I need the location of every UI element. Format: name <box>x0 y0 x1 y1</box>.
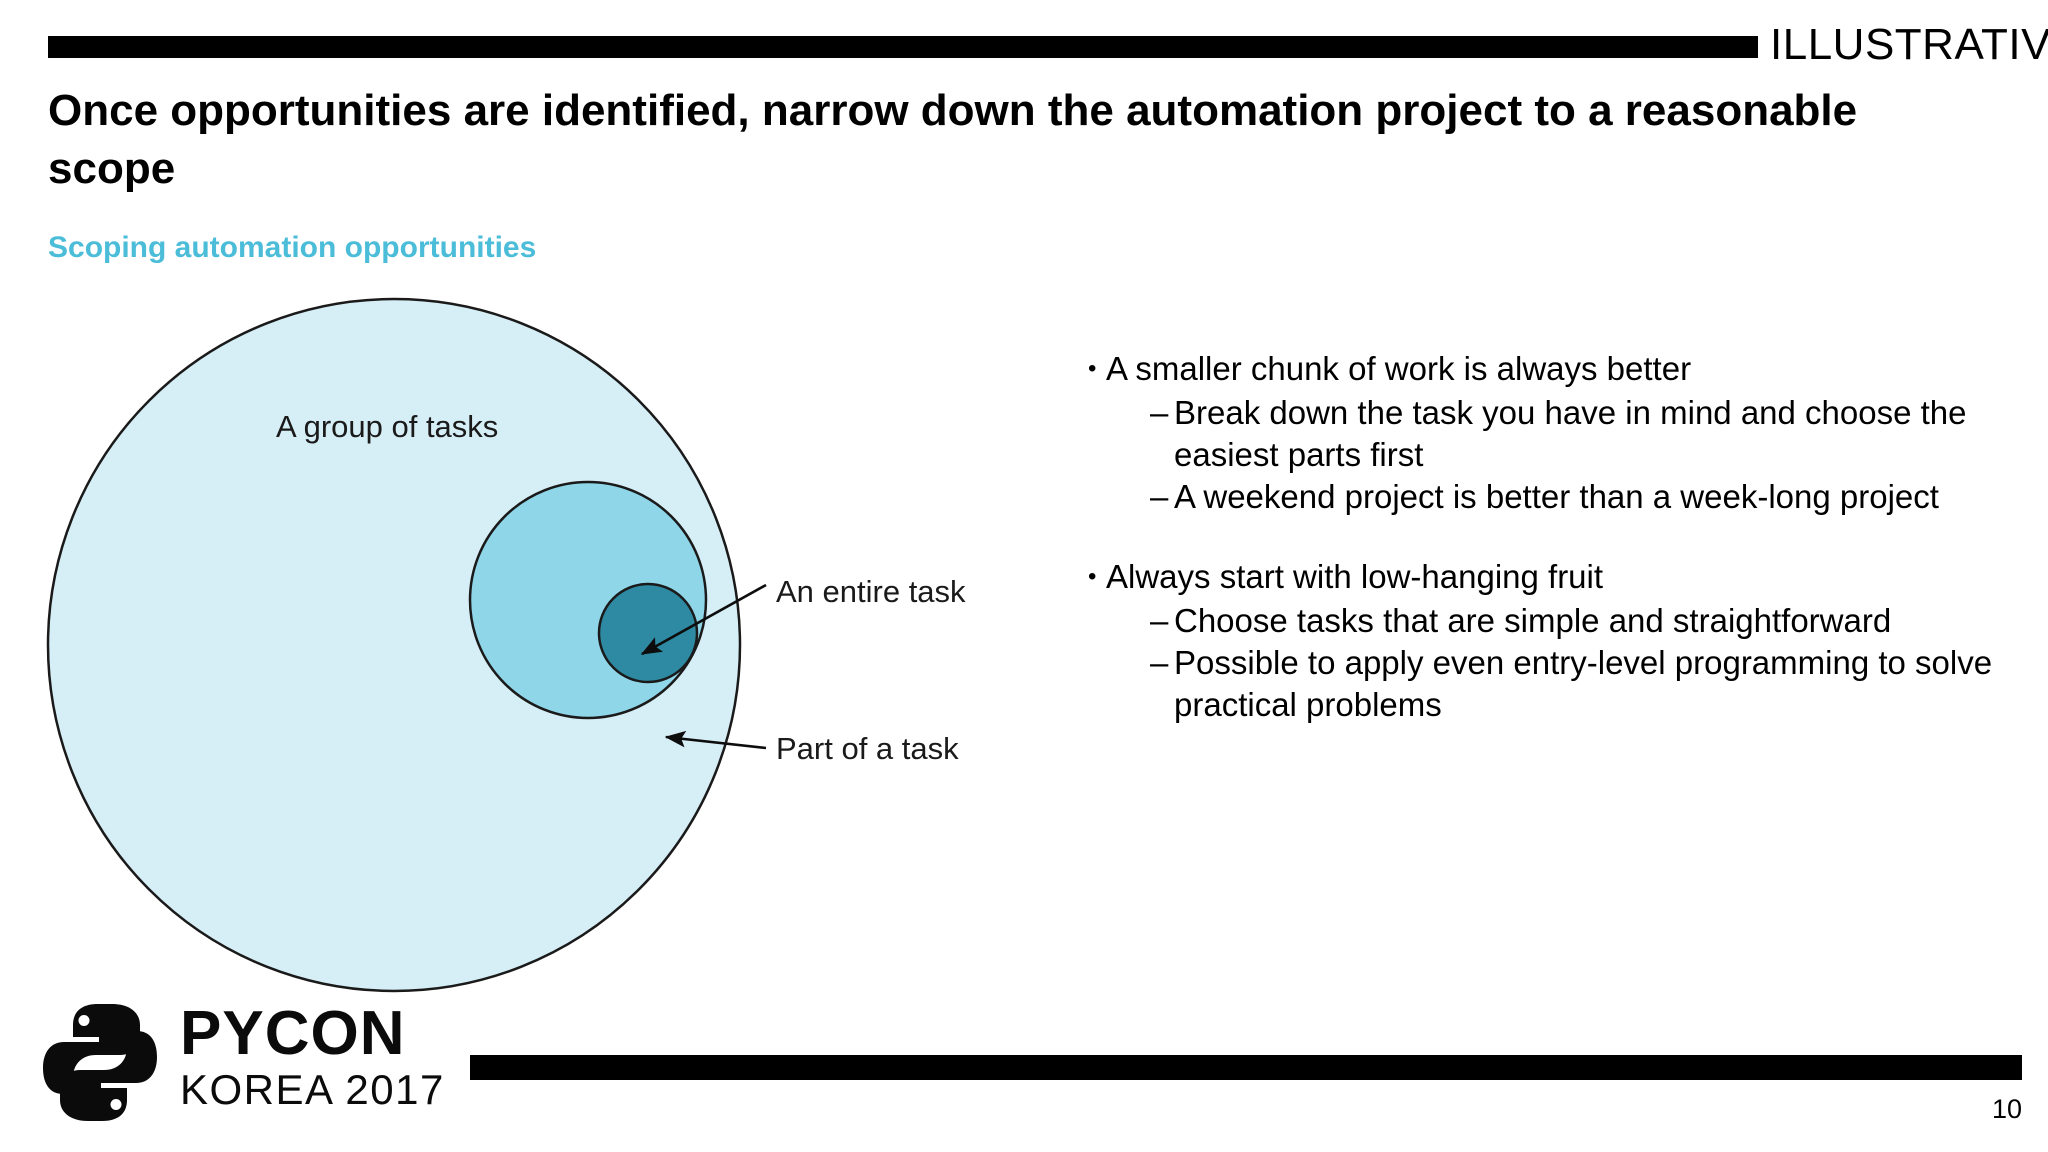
label-part-of-task: Part of a task <box>776 731 959 766</box>
pycon-wordmark: PYCON KOREA 2017 <box>180 1002 470 1114</box>
bullet-level2: – Break down the task you have in mind a… <box>1150 392 2018 476</box>
bullet-dash-icon: – <box>1150 478 1169 515</box>
nested-circles-diagram: A group of tasks An entire task Part of … <box>0 280 1050 1010</box>
bullet-sublist: – Break down the task you have in mind a… <box>1088 392 2018 518</box>
bullet-dash-icon: – <box>1150 394 1169 431</box>
bullet-level2: – Choose tasks that are simple and strai… <box>1150 600 2018 642</box>
logo-primary-text: PYCON <box>180 999 406 1068</box>
bullet-dot-icon: • <box>1088 355 1097 382</box>
bullet-level2-text: Break down the task you have in mind and… <box>1174 394 1967 473</box>
bullet-group: • Always start with low-hanging fruit – … <box>1088 556 2018 726</box>
python-snake-icon <box>43 1004 157 1121</box>
bullet-level1: • A smaller chunk of work is always bett… <box>1088 348 2018 390</box>
bullet-level1: • Always start with low-hanging fruit <box>1088 556 2018 598</box>
bullet-level2-text: Choose tasks that are simple and straigh… <box>1174 602 1892 639</box>
footer-rule <box>470 1055 2022 1080</box>
callout-line-part-of-task <box>664 730 767 750</box>
bullet-list: • A smaller chunk of work is always bett… <box>1088 348 2018 764</box>
bullet-level1-text: Always start with low-hanging fruit <box>1106 558 1604 595</box>
page-subtitle: Scoping automation opportunities <box>48 231 537 264</box>
venn-svg <box>46 297 767 993</box>
illustrative-banner-label: ILLUSTRATIVE <box>1770 20 2048 69</box>
circle-part-of-task <box>597 582 699 684</box>
pycon-korea-logo: PYCON KOREA 2017 <box>40 1000 470 1130</box>
bullet-group: • A smaller chunk of work is always bett… <box>1088 348 2018 518</box>
bullet-dot-icon: • <box>1088 563 1097 590</box>
label-entire-task: An entire task <box>776 574 966 609</box>
bullet-sublist: – Choose tasks that are simple and strai… <box>1088 600 2018 726</box>
bullet-level1-text: A smaller chunk of work is always better <box>1106 350 1692 387</box>
page-number: 10 <box>1991 1094 2022 1124</box>
bullet-dash-icon: – <box>1150 602 1169 639</box>
label-group-of-tasks: A group of tasks <box>276 409 499 444</box>
header-rule <box>48 36 1758 58</box>
logo-secondary-text: KOREA 2017 <box>180 1066 445 1113</box>
circle-group-of-tasks <box>46 297 742 993</box>
bullet-level2: – A weekend project is better than a wee… <box>1150 476 2018 518</box>
page-title: Once opportunities are identified, narro… <box>48 86 1858 193</box>
bullet-level2-text: A weekend project is better than a week-… <box>1174 478 1939 515</box>
bullet-dash-icon: – <box>1150 644 1169 681</box>
callout-line-entire-task <box>640 583 767 656</box>
bullet-level2-text: Possible to apply even entry-level progr… <box>1174 644 1993 723</box>
bullet-level2: – Possible to apply even entry-level pro… <box>1150 642 2018 726</box>
